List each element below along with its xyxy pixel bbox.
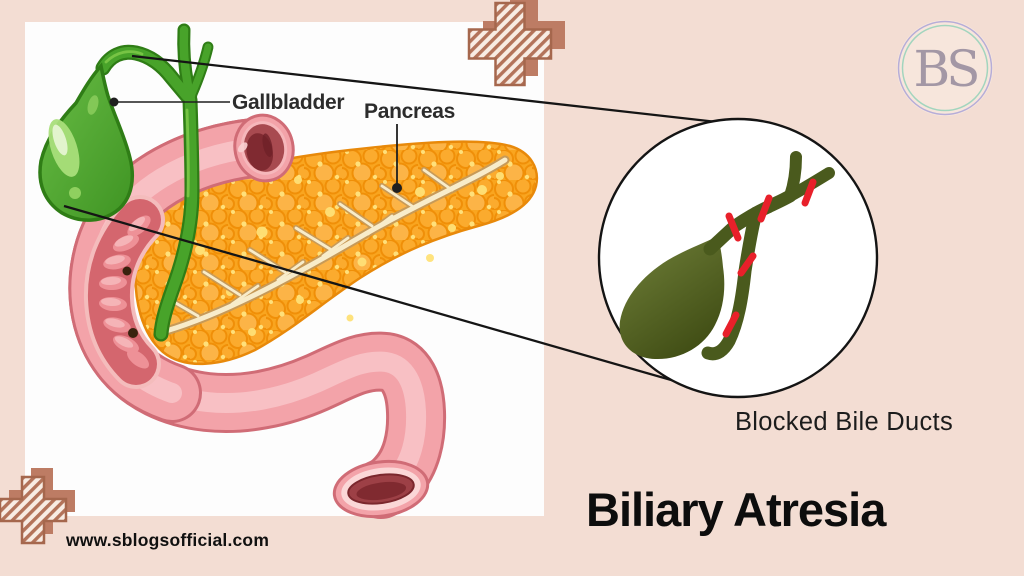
inset-magnifier: [597, 117, 879, 399]
brand-monogram: BS: [914, 40, 978, 98]
page-title: Biliary Atresia: [586, 483, 886, 536]
duodenum-upper-opening: [233, 113, 295, 183]
pancreatic-duct: [161, 155, 510, 336]
pancreas-illustration: [134, 140, 539, 366]
magnifier-connector-lines: [63, 54, 728, 398]
connector-line-upper: [131, 54, 727, 125]
major-papilla-dot: [128, 328, 138, 338]
blockage-mark: [737, 252, 757, 277]
label-leaders: [109, 97, 402, 193]
medical-cross-bottom-icon: [0, 468, 75, 545]
blockage-mark: [757, 194, 773, 223]
blockage-mark: [801, 178, 817, 207]
gallbladder-illustration: [38, 62, 134, 222]
inset-caption: Blocked Bile Ducts: [735, 408, 953, 436]
bile-duct-illustration: [95, 23, 214, 342]
pancreas-speckles: [195, 172, 504, 336]
blocked-ducts-illustration: [619, 151, 835, 361]
medical-cross-top-icon: [467, 0, 565, 87]
gallbladder-leader-dot: [109, 97, 119, 107]
website-url: www.sblogsofficial.com: [66, 530, 270, 550]
minor-papilla-dot: [122, 266, 132, 276]
pancreas-leader-dot: [392, 183, 402, 193]
duodenum-cutaway: [83, 195, 165, 389]
blockage-marks: [722, 178, 817, 338]
duodenum-lower-opening: [332, 459, 430, 519]
blockage-mark: [722, 311, 740, 338]
gallbladder-label: Gallbladder: [232, 91, 345, 114]
connector-line-lower: [63, 204, 728, 398]
inset-gallbladder: [619, 236, 725, 360]
blockage-mark: [725, 212, 742, 242]
anatomy-illustration: [38, 23, 539, 519]
brand-logo: BS: [897, 20, 993, 116]
pancreas-label: Pancreas: [364, 100, 456, 123]
